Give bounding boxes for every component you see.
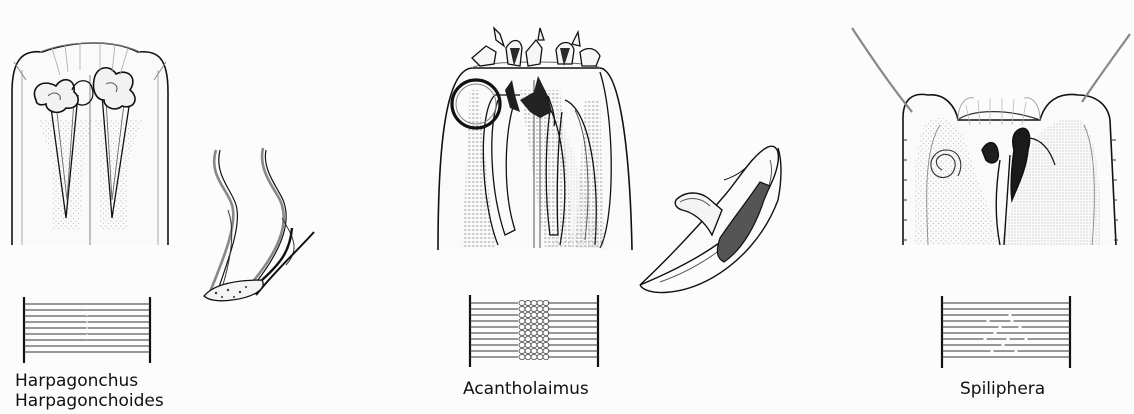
acantholaimus-label: Acantholaimus — [463, 379, 589, 399]
spiliphera-cuticle — [942, 296, 1070, 368]
acantholaimus-tooth — [640, 146, 781, 292]
harpagonchoides-label: Harpagonchoides — [15, 391, 164, 411]
harpagonchus-tooth — [204, 148, 314, 301]
harpagonchus-label: Harpagonchus — [15, 371, 138, 391]
harpagonchus-head — [12, 43, 168, 245]
acantholaimus-head — [438, 28, 632, 250]
spiliphera-head — [852, 28, 1130, 245]
spiliphera-label: Spiliphera — [960, 379, 1045, 399]
harpagonchus-cuticle — [24, 297, 150, 363]
acantholaimus-cuticle — [470, 295, 598, 367]
